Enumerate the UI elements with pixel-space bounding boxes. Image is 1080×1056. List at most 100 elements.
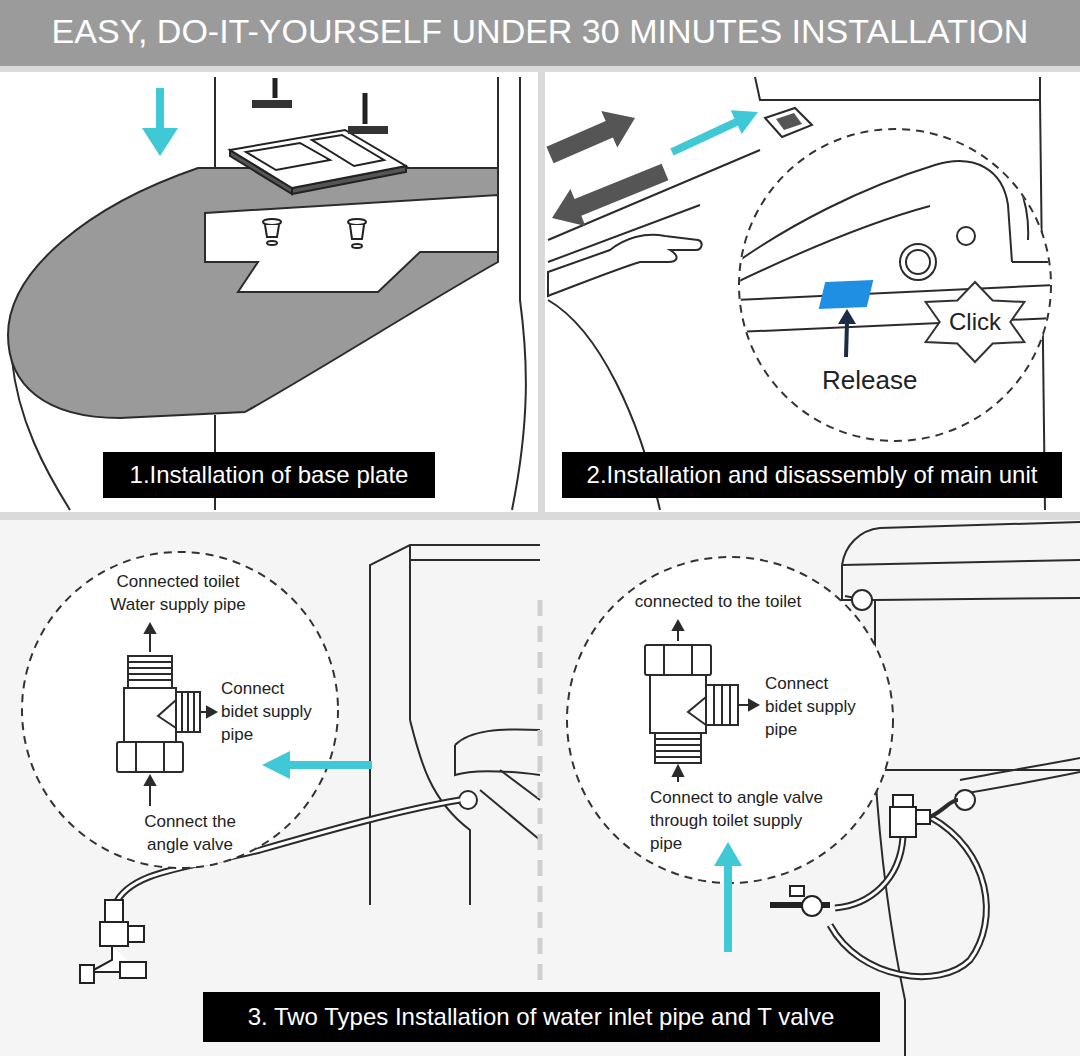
- caption-text: 3. Two Types Installation of water inlet…: [248, 1003, 835, 1032]
- teal-arrow: [670, 110, 758, 155]
- title-bar: [0, 0, 1080, 66]
- flush-handle: [852, 590, 872, 610]
- t-valve: [80, 900, 146, 983]
- tank-edge: [875, 598, 1080, 600]
- washer: [348, 126, 388, 134]
- text-slot: Connected toilet Water supply pipe: [103, 570, 253, 616]
- callout-arrow: [149, 632, 151, 652]
- callout-arrowhead: [673, 766, 683, 776]
- inlet-knob: [459, 791, 477, 809]
- magnifier-ring: [22, 552, 338, 868]
- callout-arrowhead: [749, 700, 758, 710]
- t-fitting: [117, 656, 200, 772]
- nut-faces: [136, 742, 164, 772]
- title-slot: EASY, DO-IT-YOURSELF UNDER 30 MINUTES IN…: [0, 0, 1080, 64]
- t-fitting: [645, 645, 738, 763]
- callout-label: Connect bidet supply pipe: [221, 677, 319, 746]
- anchor: [352, 244, 362, 248]
- text-slot: Connect to angle valve through toilet su…: [650, 786, 832, 855]
- anchor: [267, 241, 277, 245]
- panel-ground: [0, 72, 538, 512]
- fitting-thread: [128, 656, 172, 688]
- caption-text: 2.Installation and disassembly of main u…: [587, 461, 1038, 490]
- seat-edge: [480, 790, 540, 840]
- title-text: EASY, DO-IT-YOURSELF UNDER 30 MINUTES IN…: [52, 13, 1029, 50]
- screw: [273, 78, 278, 98]
- callout-arrow: [201, 711, 208, 713]
- screw: [363, 93, 368, 124]
- callout-arrow: [677, 775, 679, 782]
- thread-lines: [714, 685, 730, 725]
- hose: [830, 817, 986, 977]
- washer: [252, 100, 292, 108]
- teal-arrow: [142, 88, 178, 156]
- callout-arrowhead: [145, 776, 155, 785]
- tank-edge: [875, 769, 1080, 771]
- callout-label: Connect bidet supply pipe: [765, 672, 863, 741]
- text-slot: Connect bidet supply pipe: [765, 672, 863, 741]
- anchor: [348, 219, 366, 225]
- seat-edge: [548, 150, 760, 240]
- hose: [930, 800, 958, 817]
- angle-valve: [120, 962, 146, 978]
- seat-edge: [955, 772, 1080, 795]
- magnifier-outline: [737, 127, 1053, 443]
- callout-arrow: [149, 784, 151, 806]
- thread-lines: [655, 739, 701, 757]
- bracket: [765, 108, 812, 137]
- tank-edge: [370, 545, 540, 905]
- seat-area: [8, 168, 498, 418]
- angle-valve: [802, 896, 822, 916]
- fitting-nut: [645, 645, 711, 675]
- angle-valve-knob: [790, 886, 804, 896]
- slide-arrow: [552, 164, 668, 226]
- magnifier-circle: connected to the toiletConnect bidet sup…: [565, 555, 895, 885]
- caption-box: 2.Installation and disassembly of main u…: [562, 452, 1062, 498]
- anchor: [263, 219, 281, 225]
- callout-label: connected to the toilet: [618, 590, 818, 613]
- callout-arrowhead: [207, 707, 216, 717]
- anchor: [265, 225, 279, 237]
- burst-shape: [926, 282, 1025, 362]
- click-burst: Click: [916, 280, 1034, 364]
- thread-lines: [128, 662, 172, 680]
- magnifier-ring: [567, 557, 893, 883]
- valve-body: [890, 807, 916, 837]
- bracket: [776, 113, 802, 130]
- callout-arrows: [673, 621, 758, 782]
- panel-ground: [0, 520, 1080, 1056]
- fitting-branch: [706, 685, 738, 725]
- tank-edge: [755, 77, 1040, 100]
- thread-lines: [182, 692, 194, 732]
- bowl-edge: [410, 720, 470, 905]
- anchors: [263, 219, 366, 248]
- caption-text: 1.Installation of base plate: [130, 461, 409, 490]
- tank-edge: [409, 560, 411, 720]
- callout-label: Connected toilet Water supply pipe: [103, 570, 253, 616]
- plate-slot: [312, 135, 384, 166]
- seat-edge: [500, 770, 540, 800]
- callout-arrows: [145, 624, 216, 806]
- valve-body: [100, 922, 128, 946]
- slide-arrow: [546, 111, 635, 163]
- toilet-outline: [370, 545, 540, 905]
- seat-edge: [455, 745, 540, 775]
- callout-arrowhead: [673, 621, 683, 630]
- tank-lid: [842, 560, 1080, 565]
- fitting-seam: [158, 700, 176, 728]
- text-slot: Release: [822, 365, 917, 395]
- magnifier-circle: Release Click: [737, 127, 1053, 443]
- release-label: Release: [822, 365, 917, 395]
- click-text: Click: [949, 309, 1001, 335]
- hand: [548, 235, 702, 296]
- mount-area: [205, 195, 498, 292]
- panel-divider: [538, 600, 543, 985]
- hose: [835, 837, 903, 908]
- caption-box: 1.Installation of base plate: [103, 452, 435, 498]
- tank-edge: [214, 77, 216, 168]
- callout-arrowhead: [145, 624, 155, 633]
